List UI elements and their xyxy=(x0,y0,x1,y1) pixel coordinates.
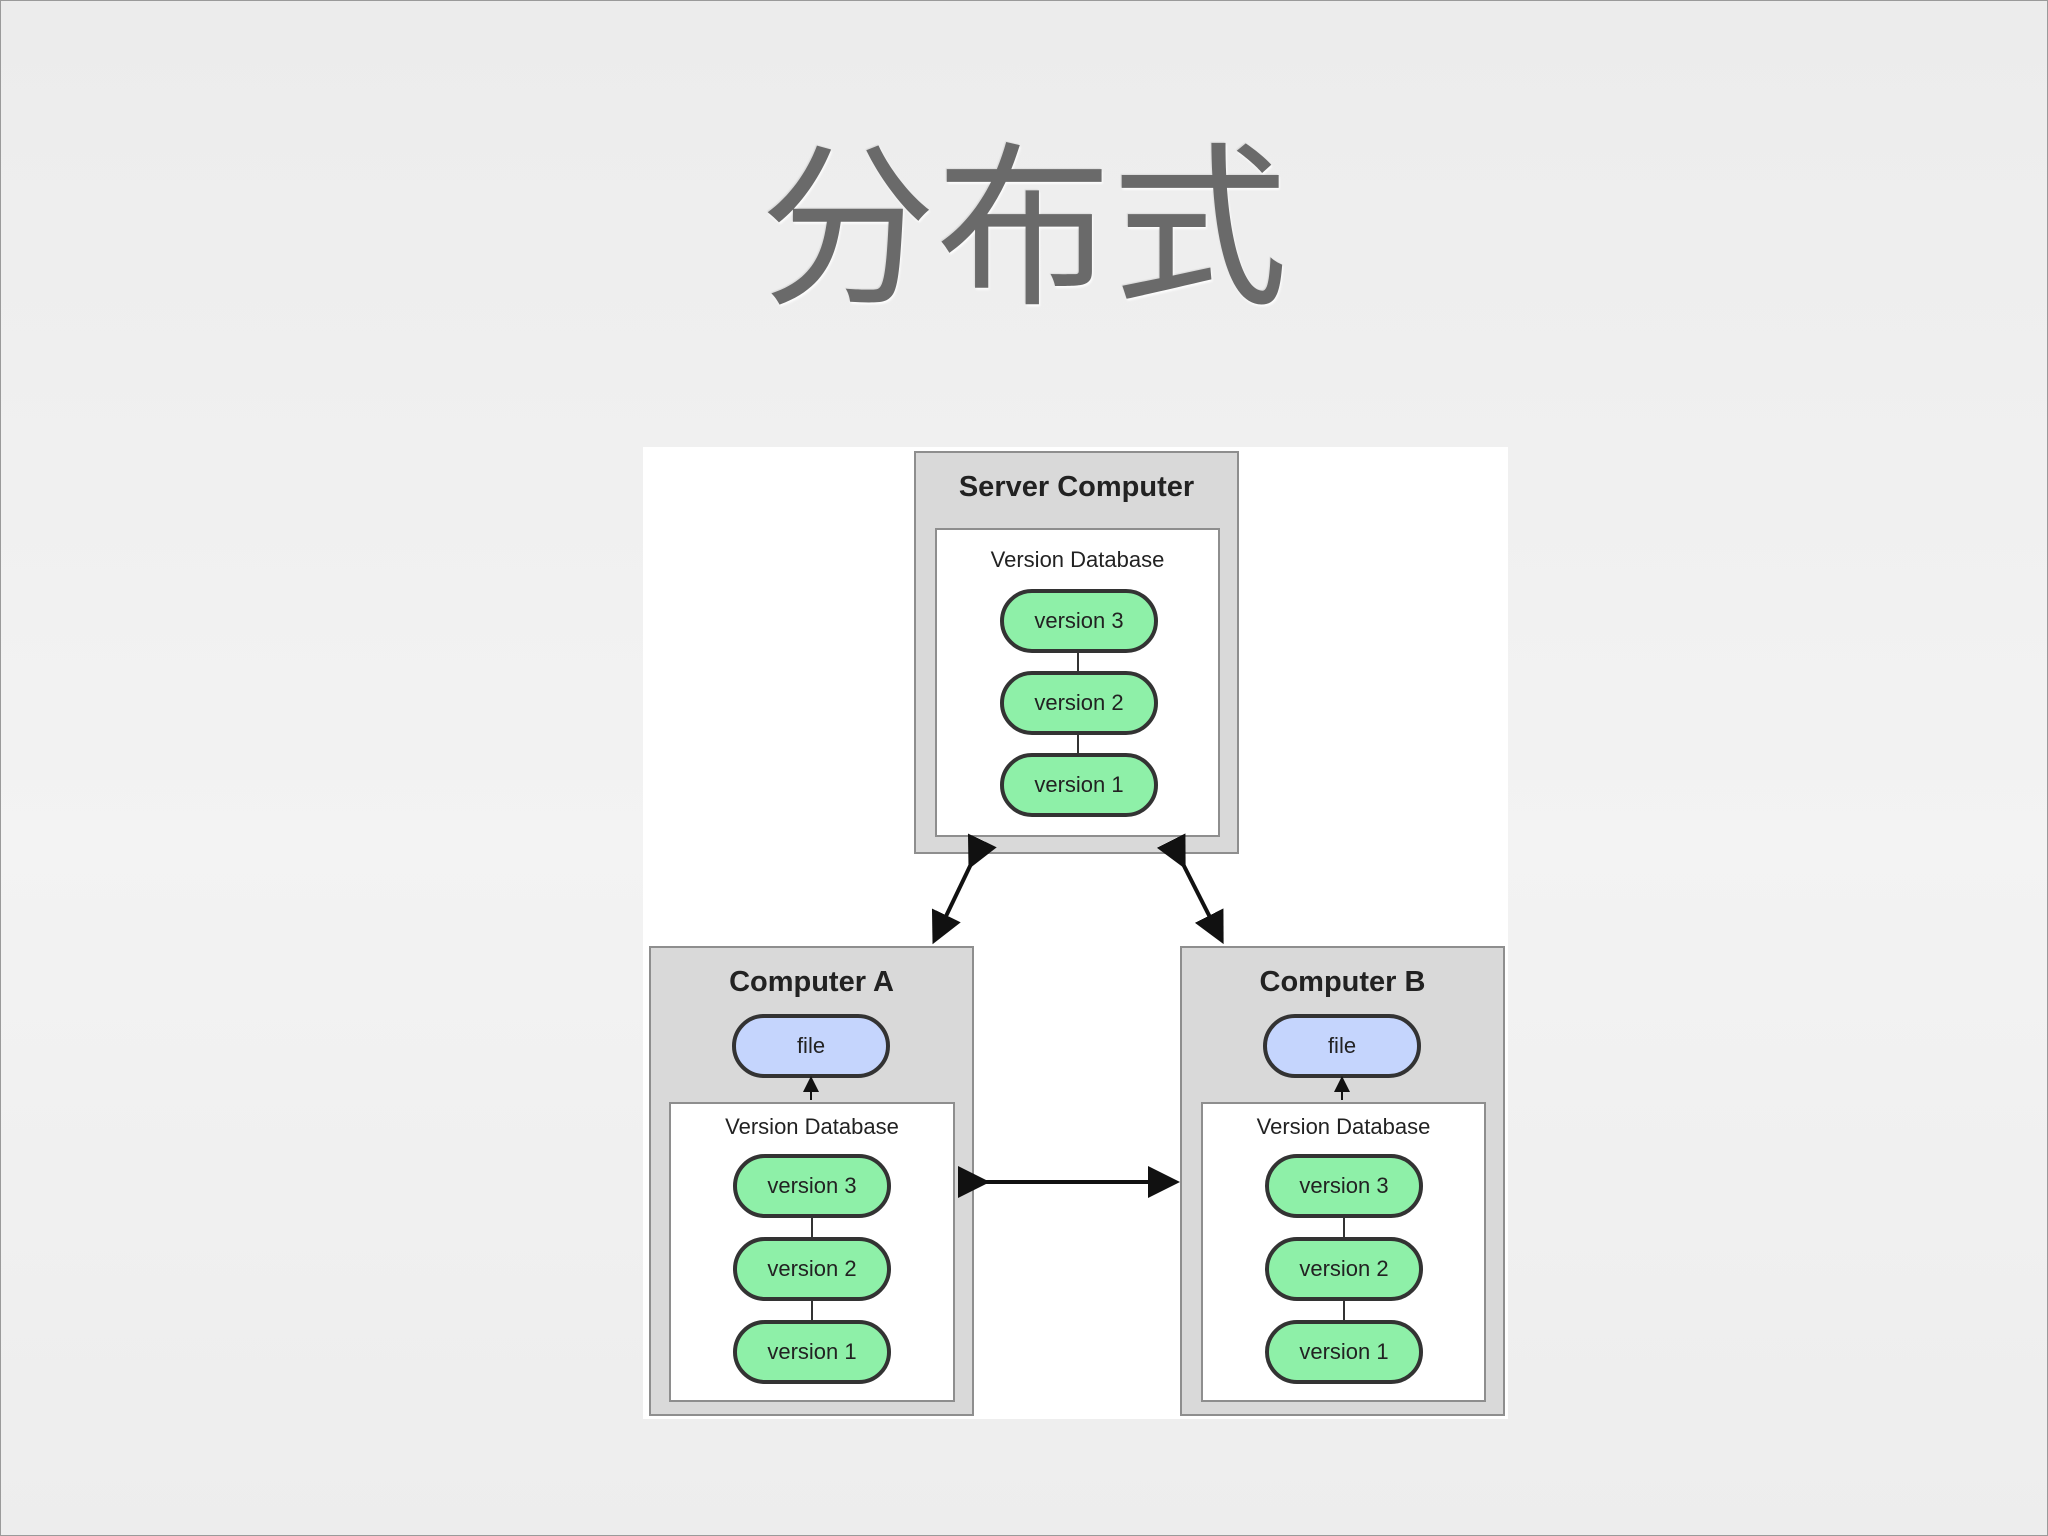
computer-a-version-1: version 1 xyxy=(733,1320,891,1384)
computer-a-title: Computer A xyxy=(729,966,894,998)
computer-a-version-3: version 3 xyxy=(733,1154,891,1218)
computer-b-version-3: version 3 xyxy=(1265,1154,1423,1218)
server-database-label: Version Database xyxy=(990,547,1165,572)
computer-a-database-label: Version Database xyxy=(725,1114,899,1139)
computer-b-database-label: Version Database xyxy=(1256,1114,1431,1139)
server-computer-box: Server Computer Version Database version… xyxy=(914,451,1239,854)
computer-b-box: Computer B file Version Database version… xyxy=(1180,946,1505,1416)
computer-b-file: file xyxy=(1263,1014,1421,1078)
computer-a-version-2: version 2 xyxy=(733,1237,891,1301)
computer-a-box: Computer A file Version Database version… xyxy=(649,946,974,1416)
computer-b-title: Computer B xyxy=(1259,966,1426,998)
server-version-3: version 3 xyxy=(1000,589,1158,653)
computer-b-version-2: version 2 xyxy=(1265,1237,1423,1301)
slide-title: 分布式 xyxy=(759,127,1288,332)
computer-b-version-1: version 1 xyxy=(1265,1320,1423,1384)
server-version-1: version 1 xyxy=(1000,753,1158,817)
computer-a-file: file xyxy=(732,1014,890,1078)
server-computer-title: Server Computer xyxy=(958,471,1195,503)
computer-b-version-database: Version Database version 3 version 2 ver… xyxy=(1201,1102,1486,1402)
server-version-2: version 2 xyxy=(1000,671,1158,735)
server-version-database: Version Database version 3 version 2 ver… xyxy=(935,528,1220,837)
computer-a-version-database: Version Database version 3 version 2 ver… xyxy=(669,1102,955,1402)
